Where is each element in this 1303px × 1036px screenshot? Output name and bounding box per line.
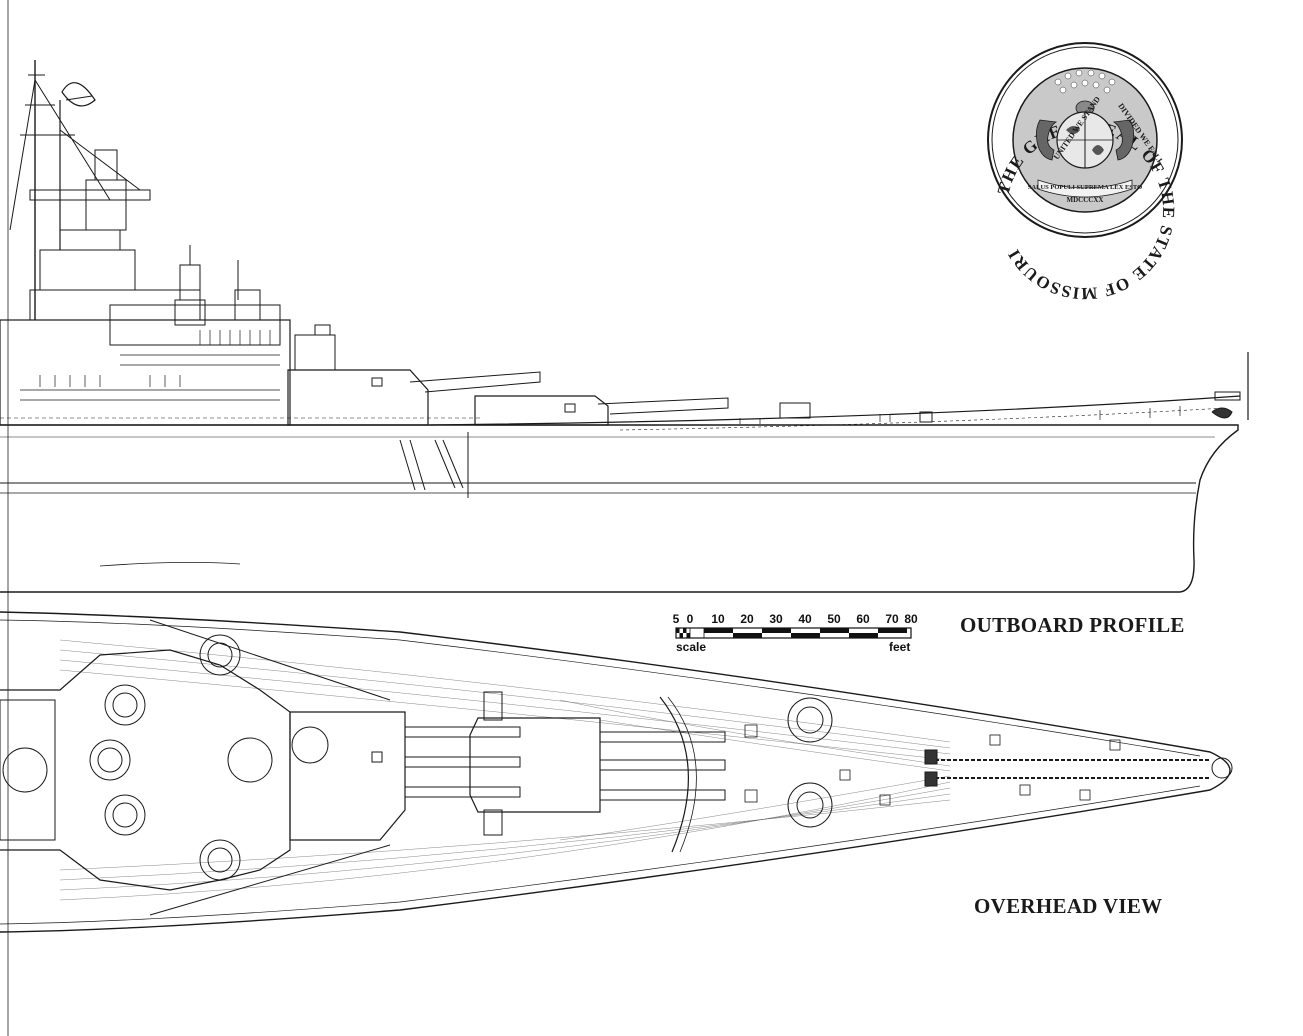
outboard-profile-title: OUTBOARD PROFILE: [960, 613, 1185, 637]
scale-tick-label: 70: [885, 612, 899, 626]
scale-right-label: feet: [889, 640, 911, 654]
scale-tick-label: 40: [798, 612, 812, 626]
seal-bear-right: [1112, 119, 1134, 161]
scale-bar: [675, 627, 912, 639]
deck-plan-outline: [0, 611, 1231, 933]
seal-stars: [1054, 69, 1116, 94]
scale-tick-label: 5: [672, 612, 680, 626]
scale-left-label: scale: [676, 640, 707, 654]
scale-tick-label: 0: [686, 612, 694, 626]
scale-tick-label: 60: [856, 612, 870, 626]
turret-one-plan: [469, 717, 601, 813]
deck-planking: [59, 639, 951, 901]
turret-two-profile: [287, 369, 429, 426]
missouri-state-seal: THE GREAT SEAL OF THE STATE OF MISSOURI …: [987, 42, 1183, 303]
hull-outline: [0, 424, 1239, 593]
secondary-gun-mounts: [89, 634, 833, 881]
outboard-profile-drawing: [0, 0, 1249, 1036]
scale-tick-label: 50: [827, 612, 841, 626]
seal-year: MDCCCXX: [1067, 196, 1104, 204]
scale-tick-label: 80: [904, 612, 918, 626]
seal-motto: SALUS POPULI SUPREMA LEX ESTO: [1028, 184, 1142, 191]
overhead-view-drawing: [0, 611, 1233, 933]
scale-tick-label: 10: [711, 612, 725, 626]
scale-tick-label: 30: [769, 612, 783, 626]
scale-bar-segments: [676, 627, 907, 639]
overhead-view-title: OVERHEAD VIEW: [974, 894, 1163, 918]
seal-bear-left: [1036, 119, 1058, 161]
turret-two-plan: [289, 711, 406, 841]
turret-one-profile: [474, 395, 609, 426]
anchor-chains: [935, 759, 1210, 779]
scale-tick-label: 20: [740, 612, 754, 626]
